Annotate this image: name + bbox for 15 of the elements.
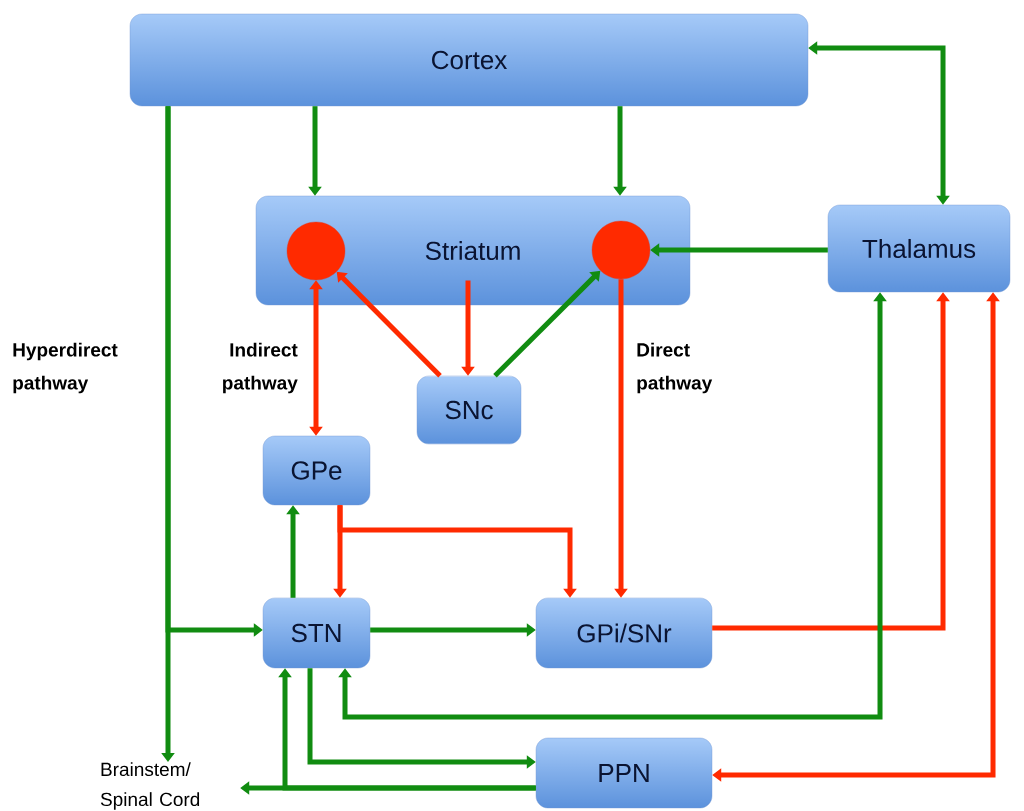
pathway-label: Hyperdirect pathway: [13, 342, 118, 394]
pathway-label: Direct pathway: [637, 342, 713, 394]
region-box: PPN: [535, 737, 713, 809]
region-box: SNc: [416, 375, 522, 445]
circle-marker: [286, 221, 346, 281]
pathway-label: Indirect pathway: [223, 342, 298, 394]
text-label: Brainstem/ Spinal Cord: [100, 762, 200, 810]
region-box: Cortex: [129, 13, 809, 107]
region-box: Thalamus: [827, 204, 1011, 293]
circle-marker: [591, 220, 651, 280]
arrow: [336, 271, 442, 378]
region-box: GPi/SNr: [535, 597, 713, 669]
region-box: GPe: [262, 435, 371, 506]
region-box: STN: [262, 597, 371, 669]
arrow: [493, 270, 601, 378]
